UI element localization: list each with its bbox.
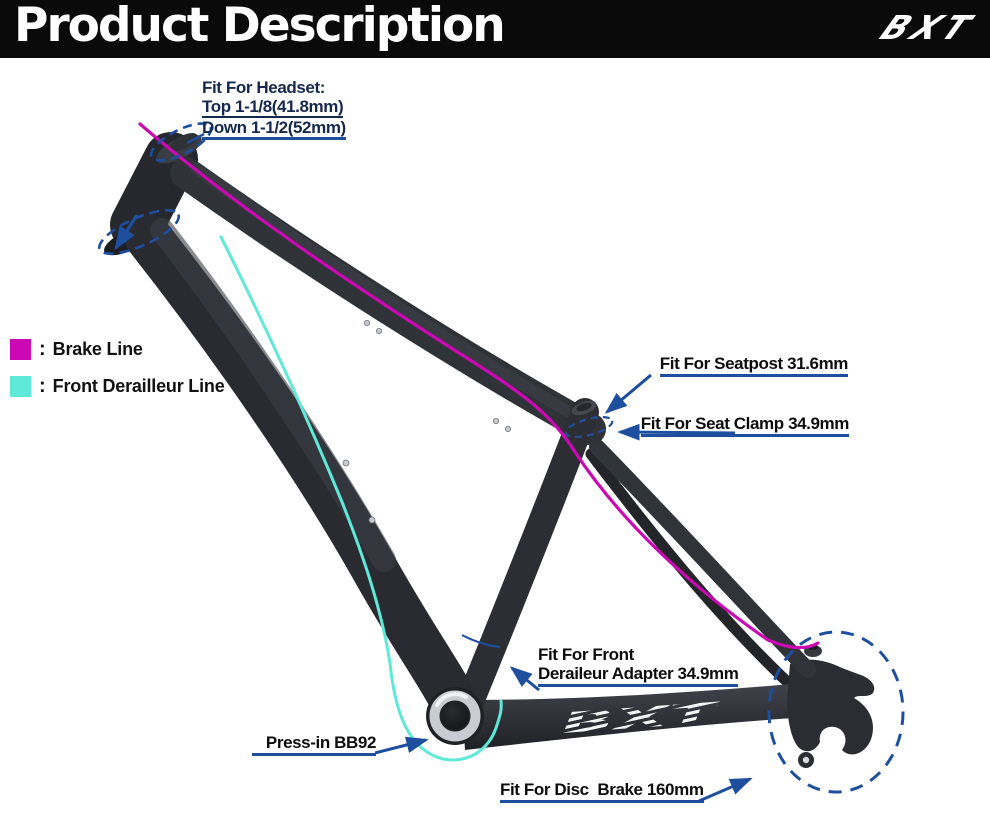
headset-line1: Fit For Headset: <box>202 78 326 97</box>
legend-label: Front Derailleur Line <box>52 375 225 396</box>
brake-line-path <box>138 122 820 650</box>
seatpost-label: Fit For Seatpost 31.6mm <box>659 354 848 377</box>
front-derailleur-leader-arrow <box>509 666 540 692</box>
front-derailleur-line-path <box>219 235 503 762</box>
headset-bottom-dashed-ellipse <box>98 209 180 255</box>
legend-label: Brake Line <box>52 338 143 359</box>
seatpost-leader-arrow <box>604 373 652 414</box>
banner: Product Description BXT <box>0 0 990 58</box>
headset-line2: Top 1-1/8(41.8mm) <box>202 97 344 118</box>
legend: : Brake Line : Front Derailleur Line <box>10 338 225 412</box>
disc-brake-label: Fit For Disc Brake 160mm <box>500 780 704 803</box>
headset-leader-line <box>186 132 205 145</box>
headset-top-dashed-ellipse <box>149 122 213 162</box>
cable-bosses <box>342 319 511 524</box>
derailleur-line-swatch <box>10 375 31 397</box>
derailleur-band-line <box>461 634 501 648</box>
dropout-hook-slot <box>827 734 841 746</box>
disc-brake-leader-arrow <box>698 777 753 803</box>
dropout-dashed-circle <box>767 630 905 794</box>
frame-front-triangle: BXT BXT <box>104 132 722 745</box>
rear-dropout <box>787 659 875 755</box>
page-title: Product Description <box>14 0 506 53</box>
head-tube <box>110 132 198 252</box>
headset-line3: Down 1-1/2(52mm) <box>202 118 346 140</box>
front-derailleur-label: Fit For Front Deraileur Adapter 34.9mm <box>538 645 739 687</box>
down-tube <box>124 213 477 725</box>
headset-annotation: Fit For Headset: Top 1-1/8(41.8mm) Down … <box>202 78 346 140</box>
seat-stay <box>589 439 816 678</box>
headset-bottom-arrow <box>114 214 139 251</box>
seat-tube <box>455 398 599 718</box>
brake-line-swatch <box>10 338 31 360</box>
frame-rear-triangle <box>462 439 875 768</box>
headset-top-cap <box>170 133 198 151</box>
annotation-marks <box>98 122 905 803</box>
legend-brake-line: : Brake Line <box>10 338 225 360</box>
bottom-bracket-label: Press-in BB92 <box>251 733 376 756</box>
seat-clamp-leader-arrow <box>617 423 736 441</box>
legend-derailleur-line: : Front Derailleur Line <box>10 375 225 397</box>
chain-stay <box>462 682 822 750</box>
bb-leader-arrow <box>374 736 429 755</box>
far-seat-stay <box>585 448 804 698</box>
seat-clamp-label: Fit For Seat Clamp 34.9mm <box>640 414 849 437</box>
bottom-bracket-shell <box>426 687 484 745</box>
